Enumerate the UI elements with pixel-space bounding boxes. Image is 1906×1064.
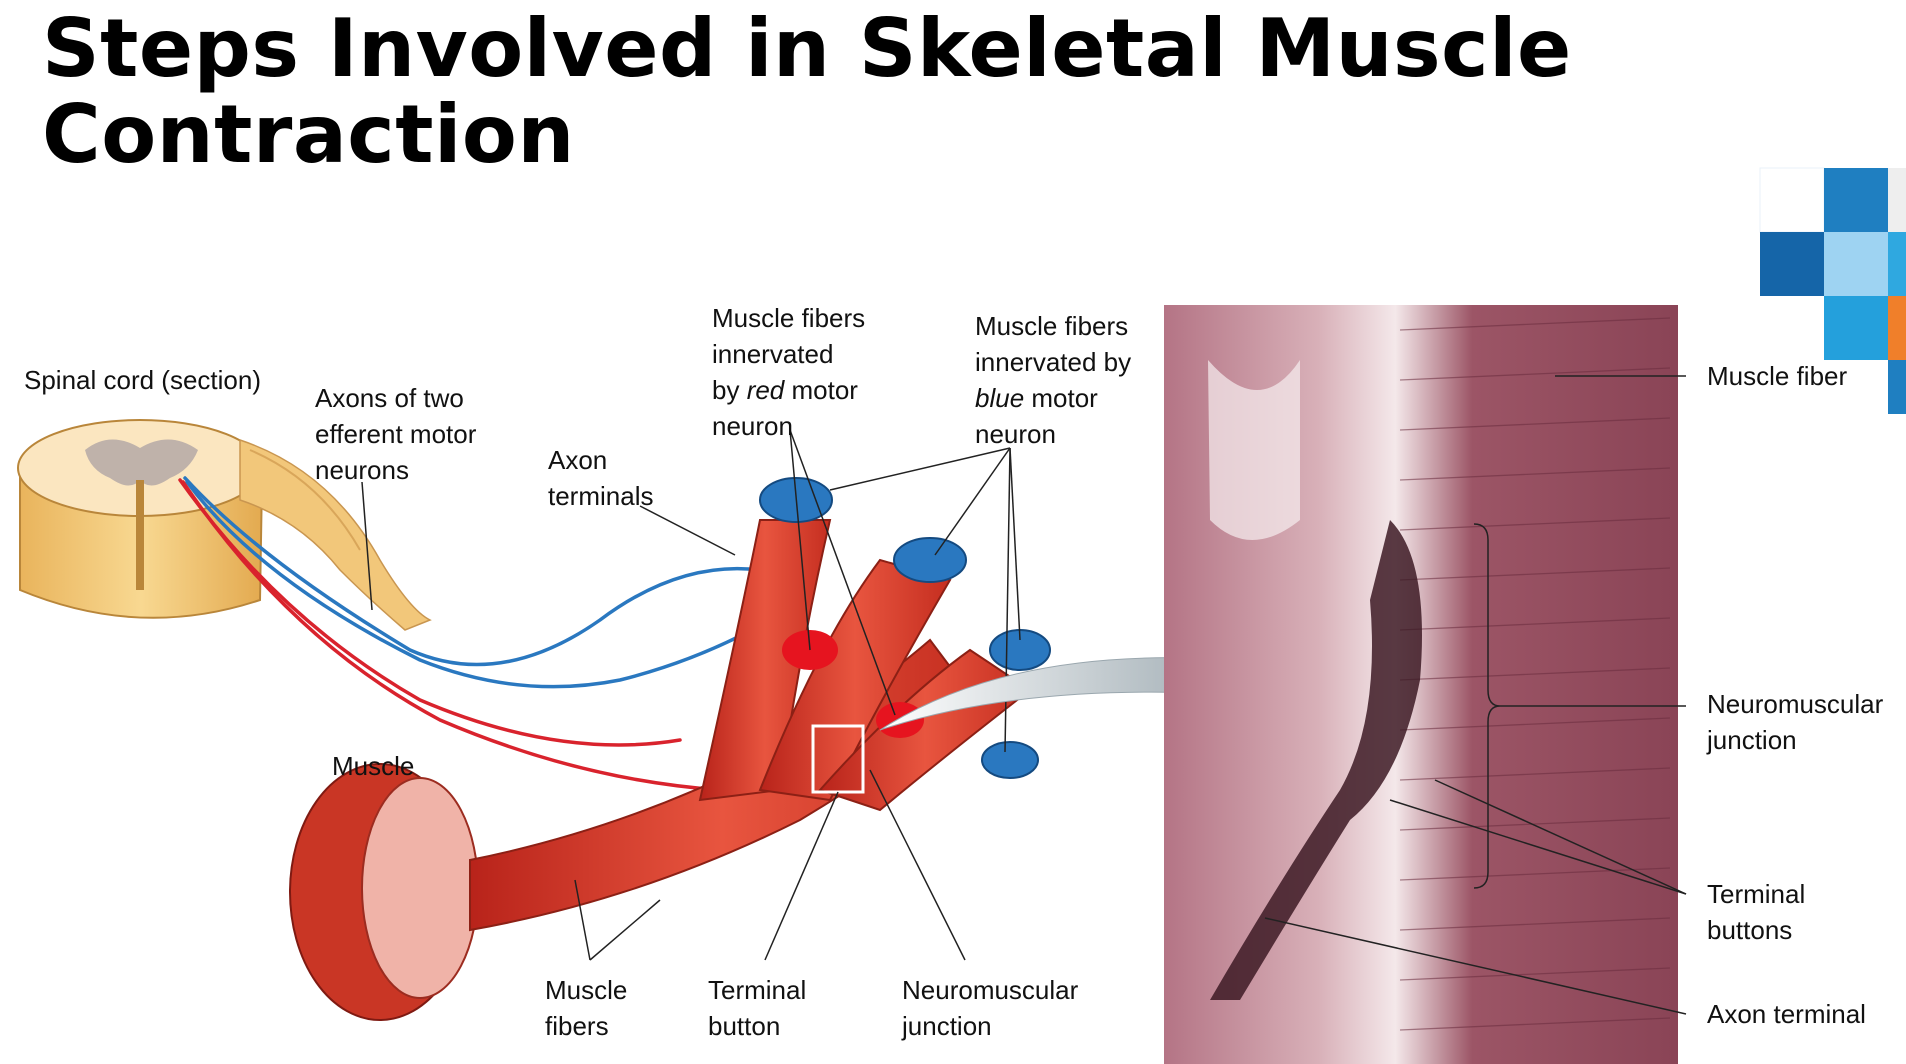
muscle-bundle-illustration bbox=[289, 477, 1051, 1021]
label-muscle: Muscle bbox=[332, 751, 415, 781]
label-blue-fibers-motor: motor bbox=[1024, 383, 1098, 413]
label-terminal-button-line-2: button bbox=[708, 1011, 781, 1041]
label-axons-line-3: neurons bbox=[315, 455, 409, 485]
label-red-fibers: Muscle fibers innervated by red motor ne… bbox=[712, 300, 865, 444]
label-axon-terminals: Axon terminals bbox=[548, 442, 653, 514]
motor-axons bbox=[178, 476, 772, 792]
label-muscle-fibers-line-2: fibers bbox=[545, 1011, 609, 1041]
label-blue-fibers-line-1: Muscle fibers bbox=[975, 311, 1129, 341]
label-red-fibers-line-1: Muscle fibers bbox=[712, 303, 866, 333]
label-axons-line-1: Axons of two bbox=[315, 383, 464, 413]
label-terminal-button-line-1: Terminal bbox=[708, 975, 807, 1005]
micrograph-pointer-lines bbox=[1264, 375, 1687, 1015]
label-blue-fibers-blue: blue bbox=[975, 383, 1025, 413]
micrograph-image bbox=[1164, 305, 1678, 1064]
label-red-fibers-red: red bbox=[746, 375, 785, 405]
title-line-1: Steps Involved in Skeletal Muscle bbox=[42, 2, 1572, 95]
spinal-cord-illustration bbox=[17, 419, 432, 631]
corner-logo bbox=[1759, 167, 1906, 414]
label-red-fibers-line-3: by red motor bbox=[712, 372, 865, 408]
label-terminal-button: Terminal button bbox=[708, 972, 806, 1044]
label-micro-terminal-buttons-line-1: Terminal bbox=[1707, 879, 1806, 909]
label-blue-fibers: Muscle fibers innervated by blue motor n… bbox=[975, 308, 1131, 452]
label-axons: Axons of two efferent motor neurons bbox=[315, 380, 476, 488]
label-red-fibers-by: by bbox=[712, 375, 747, 405]
label-axon-terminals-line-1: Axon bbox=[548, 445, 608, 475]
label-blue-fibers-line-2: innervated by bbox=[975, 347, 1132, 377]
label-blue-fibers-line-4: neuron bbox=[975, 419, 1056, 449]
label-red-fibers-line-2: innervated bbox=[712, 339, 834, 369]
label-micro-axon-terminal: Axon terminal bbox=[1707, 999, 1866, 1029]
label-micro-neuromuscular-junction: Neuromuscular junction bbox=[1707, 686, 1883, 758]
title-line-2: Contraction bbox=[42, 88, 575, 181]
label-blue-fibers-line-3: blue motor bbox=[975, 380, 1131, 416]
label-micro-terminal-buttons-line-2: buttons bbox=[1707, 915, 1793, 945]
label-nmj-line-1: Neuromuscular bbox=[902, 975, 1079, 1005]
label-red-fibers-motor: motor bbox=[784, 375, 858, 405]
diagram-pointer-lines bbox=[361, 429, 1021, 961]
label-micro-terminal-buttons: Terminal buttons bbox=[1707, 876, 1805, 948]
label-axons-line-2: efferent motor bbox=[315, 419, 477, 449]
label-micro-nmj-line-2: junction bbox=[1707, 725, 1797, 755]
label-axon-terminals-line-2: terminals bbox=[548, 481, 654, 511]
label-nmj-line-2: junction bbox=[902, 1011, 992, 1041]
label-muscle-fibers: Muscle fibers bbox=[545, 972, 627, 1044]
label-red-fibers-line-4: neuron bbox=[712, 411, 793, 441]
label-micro-muscle-fiber: Muscle fiber bbox=[1707, 361, 1848, 391]
label-spinal-cord: Spinal cord (section) bbox=[24, 365, 261, 395]
label-muscle-fibers-line-1: Muscle bbox=[545, 975, 628, 1005]
label-neuromuscular-junction: Neuromuscular junction bbox=[902, 972, 1078, 1044]
label-micro-nmj-line-1: Neuromuscular bbox=[1707, 689, 1884, 719]
